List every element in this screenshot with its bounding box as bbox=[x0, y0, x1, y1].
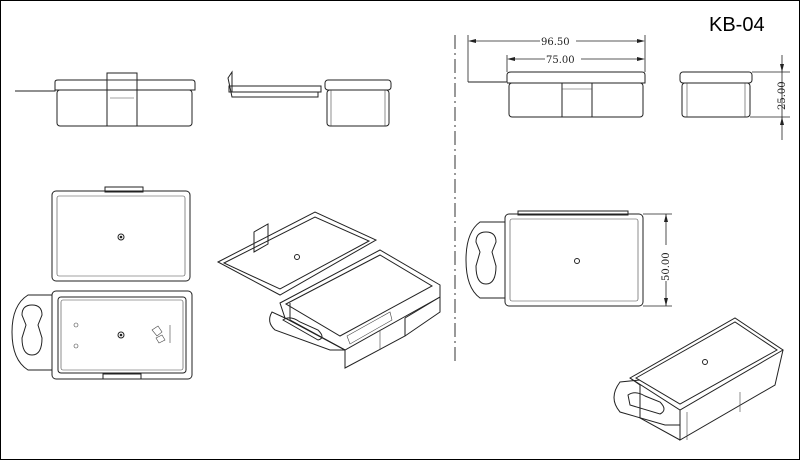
end-view-dimensioned bbox=[679, 55, 790, 140]
isometric-open-box bbox=[216, 211, 441, 369]
front-view-left bbox=[15, 72, 196, 127]
isometric-closed-box bbox=[613, 317, 784, 441]
side-view-open bbox=[227, 70, 322, 98]
dimension-overall-length: 96.50 bbox=[541, 37, 570, 48]
dimension-height: 25.00 bbox=[777, 81, 788, 110]
top-view-open bbox=[11, 186, 193, 380]
dimension-width: 50.00 bbox=[661, 252, 672, 281]
model-title: KB-04 bbox=[709, 14, 765, 36]
dimension-body-length: 75.00 bbox=[546, 55, 575, 66]
end-view-left bbox=[324, 79, 392, 127]
top-view-dimensioned bbox=[465, 210, 672, 307]
